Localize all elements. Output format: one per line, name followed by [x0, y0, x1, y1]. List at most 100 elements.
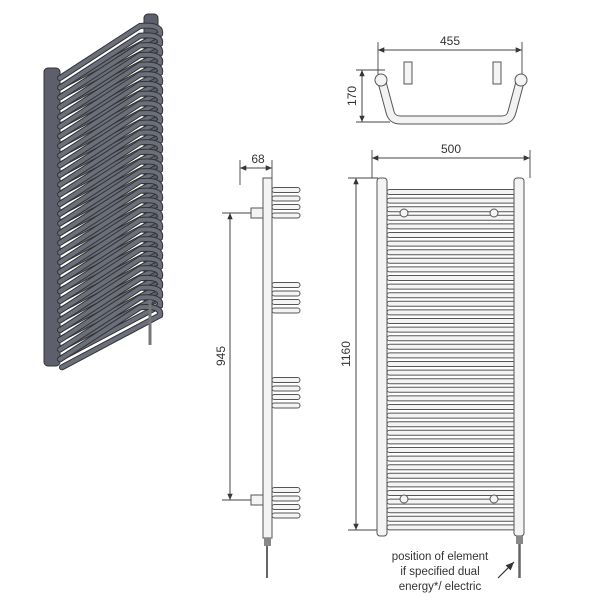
front-bar: [386, 369, 522, 376]
bar-3d: [58, 101, 163, 166]
front-bar: [386, 421, 522, 428]
bar-3d: [58, 149, 163, 215]
bar-3d: [58, 246, 163, 312]
front-bar: [386, 429, 522, 436]
bar-3d: [58, 217, 163, 282]
side-fin: [271, 290, 301, 297]
front-bar: [386, 524, 522, 531]
front-bar: [386, 232, 522, 238]
left-rail-3d: [43, 67, 61, 367]
front-bar: [386, 223, 522, 230]
bar-3d: [58, 52, 163, 118]
front-bar: [386, 447, 522, 453]
dimension-945: 945: [214, 346, 228, 366]
side-fin: [271, 495, 301, 502]
front-bar: [386, 197, 522, 204]
front-bar: [386, 309, 522, 316]
front-bar: [386, 326, 522, 333]
side-fin: [271, 402, 301, 409]
dimension-170: 170: [345, 86, 359, 106]
front-bar: [386, 257, 522, 264]
bar-3d: [58, 130, 163, 195]
side-fin: [271, 504, 301, 510]
front-bar: [386, 464, 522, 471]
front-bar: [386, 490, 522, 496]
bar-3d: [58, 110, 163, 176]
front-bar: [386, 361, 522, 367]
front-bar: [386, 240, 522, 247]
side-fin: [271, 512, 301, 519]
bar-3d: [58, 295, 163, 360]
front-bar: [386, 283, 522, 290]
front-bar: [386, 515, 522, 522]
bar-3d: [58, 304, 163, 370]
front-bar: [386, 438, 522, 445]
front-bar: [386, 472, 522, 479]
bar-3d: [58, 285, 163, 350]
side-fin: [271, 394, 301, 400]
bar-3d: [58, 227, 163, 292]
bar-3d: [58, 256, 163, 321]
bar-3d: [58, 120, 163, 185]
bar-3d: [58, 33, 163, 98]
front-right-rail: [513, 177, 525, 537]
side-view: 68 945: [214, 152, 301, 578]
bar-3d: [58, 140, 163, 205]
note-line-1: position of element: [392, 551, 489, 563]
bar-3d: [58, 188, 163, 253]
front-bar: [386, 395, 522, 402]
front-bar: [386, 249, 522, 256]
front-bar: [386, 378, 522, 385]
bar-3d: [58, 237, 163, 302]
front-bar: [386, 352, 522, 359]
bar-3d: [58, 159, 163, 224]
front-bar: [386, 189, 522, 195]
front-bar: [386, 318, 522, 324]
front-bar: [386, 481, 522, 488]
side-rail: [262, 177, 273, 539]
side-fin: [271, 212, 301, 219]
front-bar: [386, 507, 522, 514]
bar-3d: [58, 23, 163, 88]
front-bar: [386, 266, 522, 273]
side-fin: [271, 282, 301, 288]
front-bar: [386, 455, 522, 462]
bar-3d: [58, 62, 163, 127]
bar-3d: [58, 91, 163, 156]
bar-3d: [58, 178, 163, 244]
bar-3d: [58, 207, 163, 273]
front-bar: [386, 404, 522, 410]
side-fin: [271, 204, 301, 210]
bar-3d: [58, 81, 163, 147]
front-bar: [386, 292, 522, 299]
bar-3d: [58, 275, 163, 341]
side-fin: [271, 377, 301, 383]
side-fin: [271, 187, 301, 193]
dimension-1160: 1160: [339, 341, 353, 367]
front-left-rail: [376, 177, 388, 537]
pointer-arrow: [497, 561, 515, 579]
front-bar: [386, 335, 522, 342]
front-bar: [386, 343, 522, 350]
front-bar: [386, 300, 522, 307]
note-line-3: energy*/ electric: [399, 581, 482, 593]
element-note: position of element if specified dual en…: [392, 551, 489, 593]
bar-3d: [58, 72, 163, 137]
side-fin: [271, 195, 301, 202]
side-fin: [271, 299, 301, 305]
side-fin: [271, 307, 301, 314]
dimension-68: 68: [251, 152, 265, 166]
note-line-2: if specified dual: [400, 566, 479, 578]
dimension-455: 455: [440, 34, 460, 48]
bar-3d: [58, 266, 163, 331]
bar-3d: [58, 43, 163, 108]
bar-3d: [58, 169, 163, 234]
bar-3d: [58, 198, 163, 263]
front-bar: [386, 412, 522, 419]
isometric-view: [43, 13, 164, 371]
front-bar: [386, 275, 522, 281]
side-fin: [271, 487, 301, 493]
top-view: 455 170: [345, 34, 528, 125]
front-bar: [386, 386, 522, 393]
